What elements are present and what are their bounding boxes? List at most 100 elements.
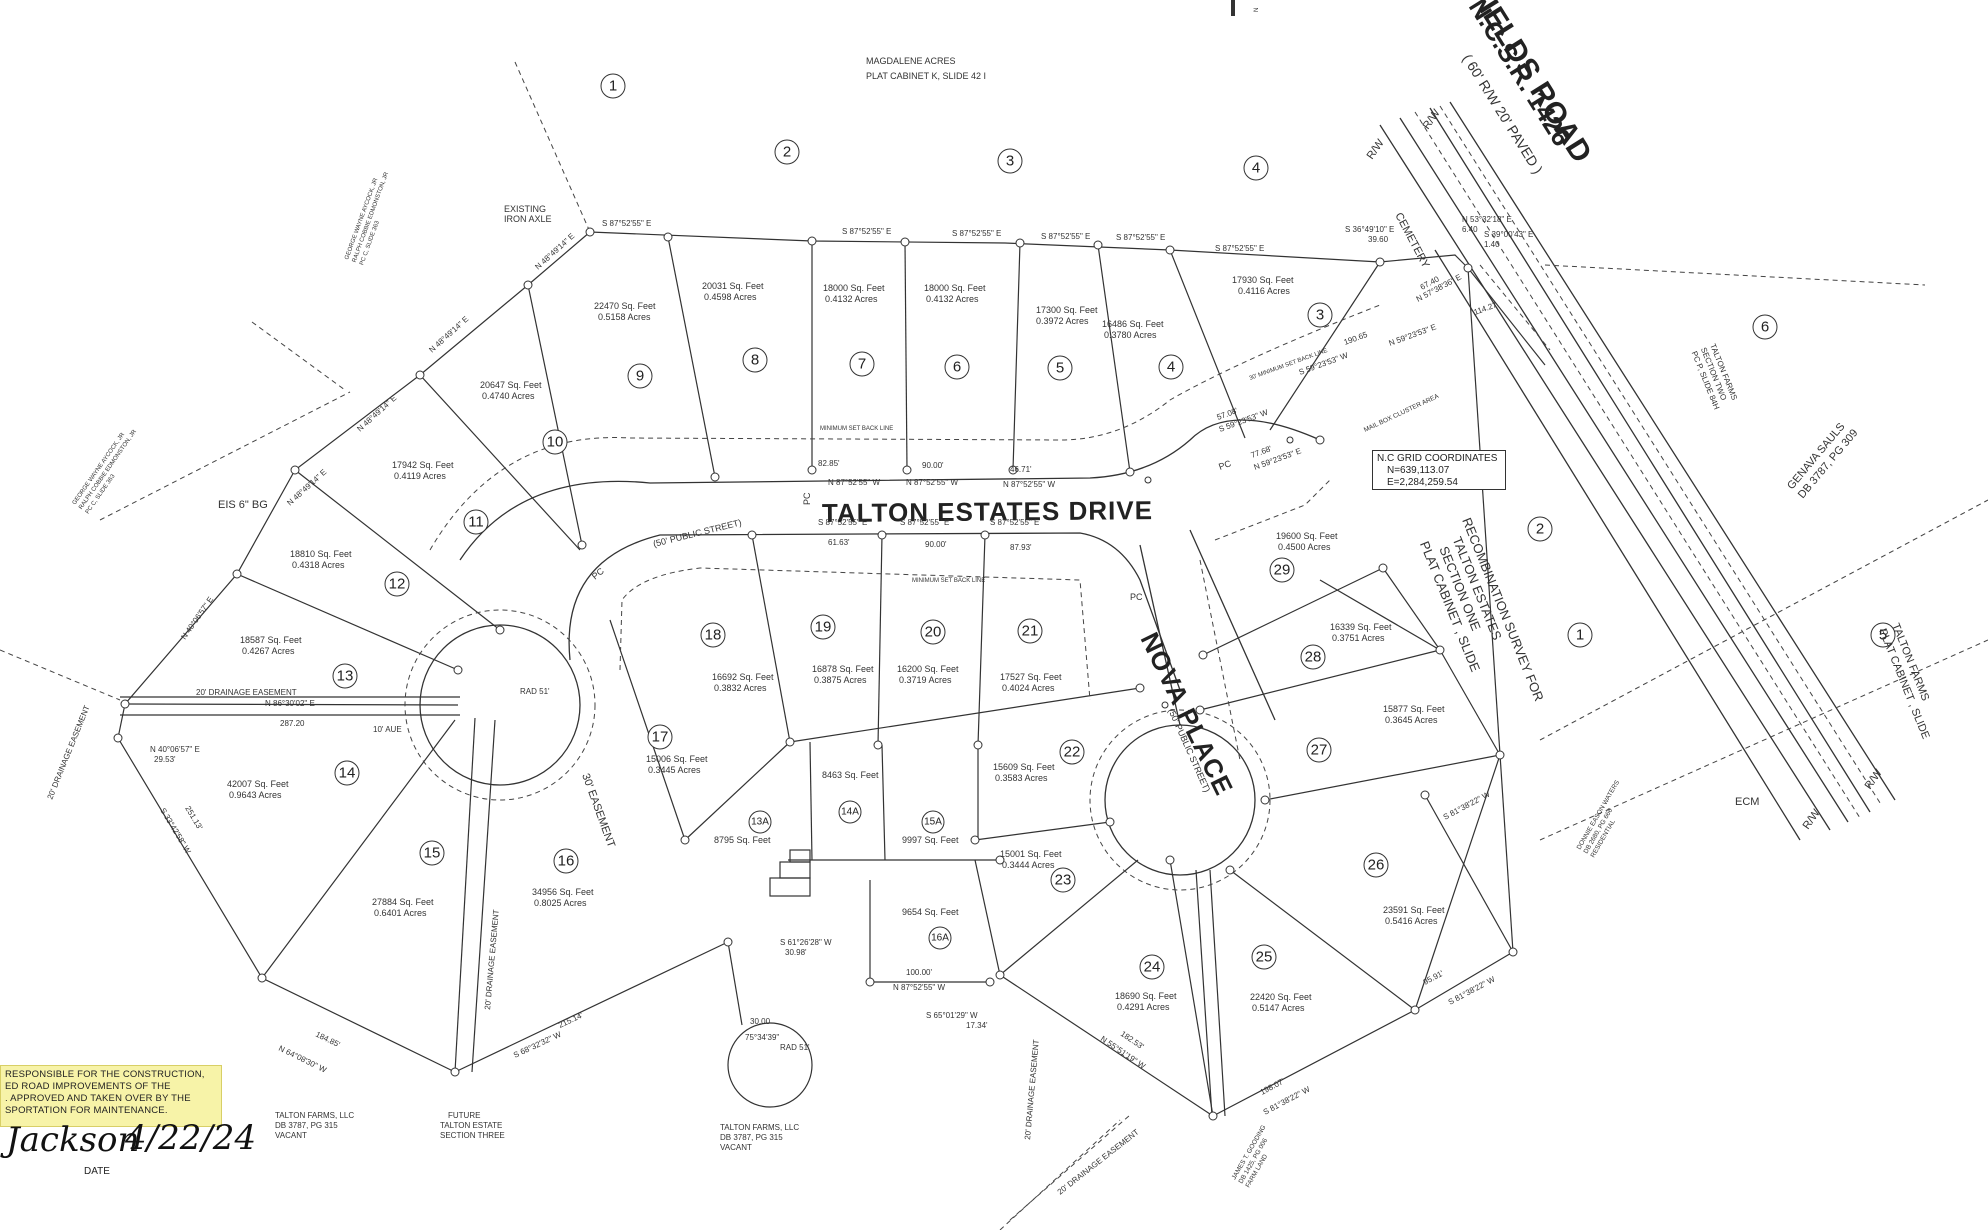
drainage-label-a: 20' DRAINAGE EASEMENT — [196, 688, 297, 697]
lot-29-number: 29 — [1274, 562, 1291, 579]
bearing-drive-s1: S 87°52'55" E — [818, 518, 867, 527]
aycock-label-lower: GEORGE WAYNE AYCOCK, JR RALPH COBBIE EDM… — [72, 428, 139, 515]
adj-num-1b: 1 — [1576, 627, 1584, 644]
note-line-2: ED ROAD IMPROVEMENTS OF THE — [5, 1081, 171, 1092]
highway-fields-road — [1379, 101, 1896, 841]
lot-23: 15001 Sq. Feet 0.3444 Acres 23 — [1000, 849, 1076, 893]
lot-3-sqft: 17930 Sq. Feet — [1232, 275, 1294, 285]
lot-25-acres: 0.5147 Acres — [1252, 1003, 1305, 1013]
dist-s81-3: 198.07' — [1259, 1076, 1287, 1096]
iron-axle-label-1: EXISTING — [504, 204, 546, 214]
lot-17-acres: 0.3445 Acres — [648, 765, 701, 775]
lot-20-acres: 0.3719 Acres — [899, 675, 952, 685]
talton-drive-width: (50' PUBLIC STREET) — [652, 517, 742, 549]
lot-29-acres: 0.4500 Acres — [1278, 542, 1331, 552]
signature-date: 4/22/24 — [125, 1118, 257, 1158]
lot-29: 19600 Sq. Feet 0.4500 Acres 29 — [1269, 531, 1338, 583]
lot-4-acres: 0.3780 Acres — [1104, 330, 1157, 340]
lot-20: 16200 Sq. Feet 0.3719 Acres 20 — [897, 619, 959, 685]
magdalene-acres: MAGDALENE ACRES — [866, 56, 956, 66]
lot-26-number: 26 — [1368, 857, 1385, 874]
lot-16-number: 16 — [558, 853, 575, 870]
grid-title: N.C GRID COORDINATES — [1377, 453, 1498, 464]
talton-farms-label: TALTON FARMS PLAT CABINET , SLIDE — [1876, 622, 1931, 741]
future-section-three: FUTURE TALTON ESTATE SECTION THREE — [440, 1111, 505, 1140]
lot-8-number: 8 — [751, 352, 759, 369]
note-line-4: SPORTATION FOR MAINTENANCE. — [5, 1105, 168, 1116]
lot-14a: 14A 8463 Sq. Feet — [822, 770, 879, 824]
dist-drive-d: 90.00' — [925, 540, 947, 549]
bearing-top-c: S 87°52'55" E — [952, 229, 1001, 238]
adj-num-2: 2 — [783, 144, 791, 161]
bearing-n40-1: N 40°06'57" E — [179, 595, 215, 641]
bearing-drive-3: N 87°52'55" W — [1003, 480, 1055, 489]
adj-num-2b: 2 — [1536, 521, 1544, 538]
lot-boundaries — [117, 231, 1546, 1117]
ecm-label: ECM — [1735, 796, 1759, 808]
lot-22-sqft: 15609 Sq. Feet — [993, 762, 1055, 772]
lot-21-number: 21 — [1022, 623, 1039, 640]
lot-5-sqft: 17300 Sq. Feet — [1036, 305, 1098, 315]
lot-28-number: 28 — [1305, 649, 1322, 666]
lot-15-acres: 0.6401 Acres — [374, 908, 427, 918]
lot-24-acres: 0.4291 Acres — [1117, 1002, 1170, 1012]
lot-16a-sqft: 9654 Sq. Feet — [902, 907, 959, 917]
future-2: TALTON ESTATE — [440, 1121, 502, 1130]
adj-num-3: 3 — [1006, 153, 1014, 170]
lot-16: 34956 Sq. Feet 0.8025 Acres 16 — [532, 848, 594, 908]
lot-9-sqft: 22470 Sq. Feet — [594, 301, 656, 311]
lot-11-sqft: 17942 Sq. Feet — [392, 460, 454, 470]
lot-12-number: 12 — [389, 576, 406, 593]
drainage-label-c: 20' DRAINAGE EASEMENT — [483, 909, 501, 1010]
lot-14a-number: 14A — [841, 807, 859, 818]
grid-east: E=2,284,259.54 — [1387, 477, 1458, 488]
lot-29-sqft: 19600 Sq. Feet — [1276, 531, 1338, 541]
dist-drive-s3: 87.93' — [1010, 543, 1032, 552]
future-3: SECTION THREE — [440, 1131, 505, 1140]
iron-axle-label-2: IRON AXLE — [504, 214, 552, 224]
lot-17: 15006 Sq. Feet 0.3445 Acres 17 — [646, 724, 708, 775]
lot-8: 20031 Sq. Feet 0.4598 Acres 8 — [702, 281, 768, 373]
dist-s61: 30.98' — [785, 948, 807, 957]
talton-farms-llc-a: TALTON FARMS, LLC DB 3787, PG 315 VACANT — [275, 1111, 354, 1140]
talton-farms-llc-b: TALTON FARMS, LLC DB 3787, PG 315 VACANT — [720, 1123, 799, 1152]
drainage-label-e: 20' DRAINAGE EASEMENT — [1056, 1127, 1141, 1196]
lot-27-number: 27 — [1311, 742, 1328, 759]
lot-14-number: 14 — [339, 765, 356, 782]
lot-17-sqft: 15006 Sq. Feet — [646, 754, 708, 764]
lot-21-acres: 0.4024 Acres — [1002, 683, 1055, 693]
lot-26-sqft: 23591 Sq. Feet — [1383, 905, 1445, 915]
lot-15a-sqft: 9997 Sq. Feet — [902, 835, 959, 845]
lot-16a: 16A 9654 Sq. Feet — [902, 907, 959, 950]
tf-llc-a-1: TALTON FARMS, LLC — [275, 1111, 354, 1120]
lot-21: 17527 Sq. Feet 0.4024 Acres 21 — [1000, 618, 1062, 693]
note-line-1: RESPONSIBLE FOR THE CONSTRUCTION, — [5, 1069, 205, 1080]
lot-15a: 15A 9997 Sq. Feet — [902, 810, 959, 845]
lot-8-acres: 0.4598 Acres — [704, 292, 757, 302]
lot-11-acres: 0.4119 Acres — [394, 471, 446, 481]
bearing-n40-2: N 40°06'57" E — [150, 745, 200, 754]
lot-24-sqft: 18690 Sq. Feet — [1115, 991, 1177, 1001]
waters-label: DONNIE EASON WATERS DB 2680, PG 666 RESI… — [1576, 779, 1622, 859]
bearing-drive-2: N 87°52'55" W — [906, 478, 958, 487]
dist-drive-3: 46.71' — [1010, 465, 1032, 474]
bearing-drive-1: N 87°52'55" W — [828, 478, 880, 487]
rw-label-b: R/W — [1365, 137, 1387, 162]
lot-8-sqft: 20031 Sq. Feet — [702, 281, 764, 291]
nova-cul-de-sac — [1104, 724, 1256, 876]
grid-north: N=639,113.07 — [1387, 465, 1450, 476]
bearing-n48-2: N 48°49'14" E — [427, 314, 470, 354]
lot-18: 16692 Sq. Feet 0.3832 Acres 18 — [700, 622, 774, 693]
lot-27: 15877 Sq. Feet 0.3645 Acres 27 — [1306, 704, 1445, 763]
bearing-s81-2: S 81°38'22" W — [1447, 974, 1497, 1006]
lot-28: 16339 Sq. Feet 0.3751 Acres 28 — [1300, 622, 1392, 670]
bearing-n64: N 64°08'30" W — [277, 1044, 328, 1075]
note-line-3: . APPROVED AND TAKEN OVER BY THE — [5, 1093, 191, 1104]
dist-drive-b: 90.00' — [922, 461, 944, 470]
bearing-n48-4: N 48°49'14" E — [285, 467, 328, 507]
bearing-drive-s2: S 87°52'55" E — [900, 518, 949, 527]
drainage-label-b: 20' DRAINAGE EASEMENT — [46, 704, 92, 801]
lot-10-acres: 0.4740 Acres — [482, 391, 535, 401]
lot-4-number: 4 — [1167, 359, 1175, 376]
lot-15a-number: 15A — [924, 817, 942, 828]
